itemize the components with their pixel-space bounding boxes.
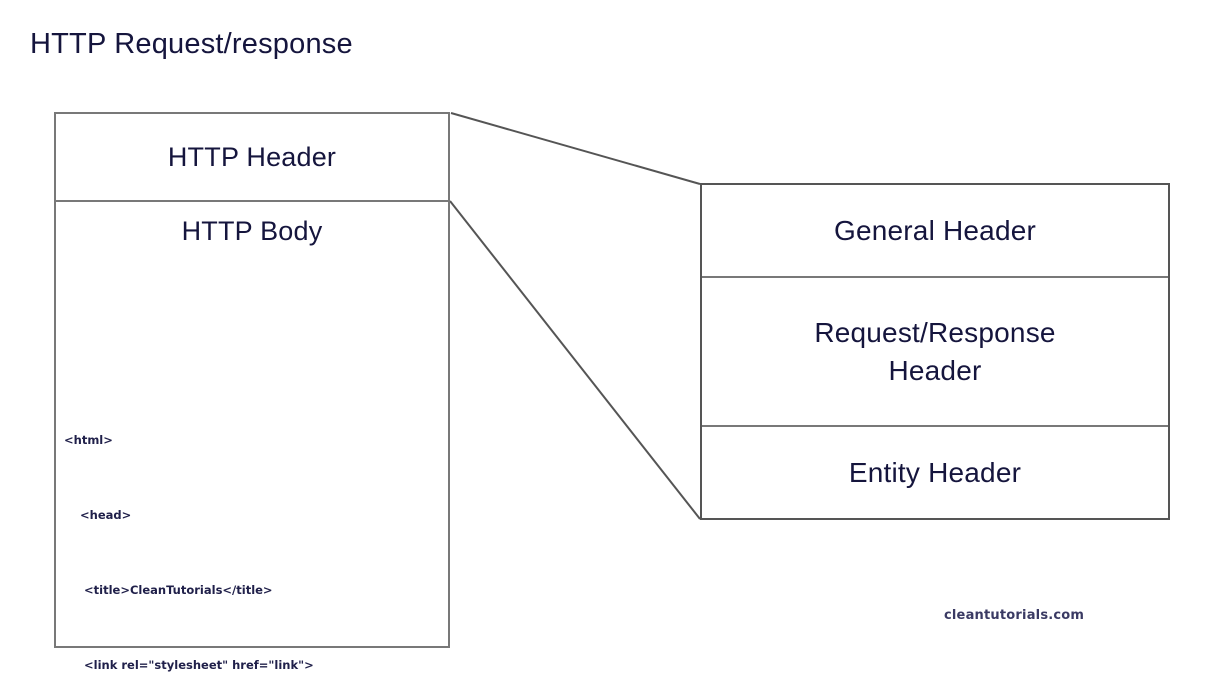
http-body-section: HTTP Body <html> <head> <title>CleanTuto…: [56, 202, 448, 672]
page-title: HTTP Request/response: [30, 28, 353, 60]
connector-line-bottom: [449, 200, 701, 520]
http-body-label: HTTP Body: [181, 216, 323, 246]
entity-header-label: Entity Header: [848, 456, 1022, 488]
request-response-header-label: Request/Response Header: [814, 314, 1055, 390]
entity-header-section: Entity Header: [702, 427, 1168, 518]
http-message-box: HTTP Header HTTP Body <html> <head> <tit…: [54, 112, 450, 672]
html-code-sample: <html> <head> <title>CleanTutorials</tit…: [64, 378, 444, 678]
code-line: <link rel="stylesheet" href="link">: [64, 658, 314, 672]
connector-line-top: [450, 112, 701, 185]
general-header-label: General Header: [833, 214, 1037, 246]
code-line: <title>CleanTutorials</title>: [64, 583, 273, 597]
code-line: <head>: [64, 508, 132, 522]
http-header-section: HTTP Header: [56, 114, 448, 202]
header-types-box: General Header Request/Response Header E…: [700, 183, 1170, 520]
watermark-text: cleantutorials.com: [944, 608, 1085, 623]
request-response-header-section: Request/Response Header: [702, 278, 1168, 427]
request-response-header-line1: Request/Response: [814, 316, 1056, 348]
request-response-header-line2: Header: [888, 354, 982, 386]
general-header-section: General Header: [702, 185, 1168, 278]
http-header-label: HTTP Header: [167, 141, 337, 172]
code-line: <html>: [64, 433, 113, 447]
